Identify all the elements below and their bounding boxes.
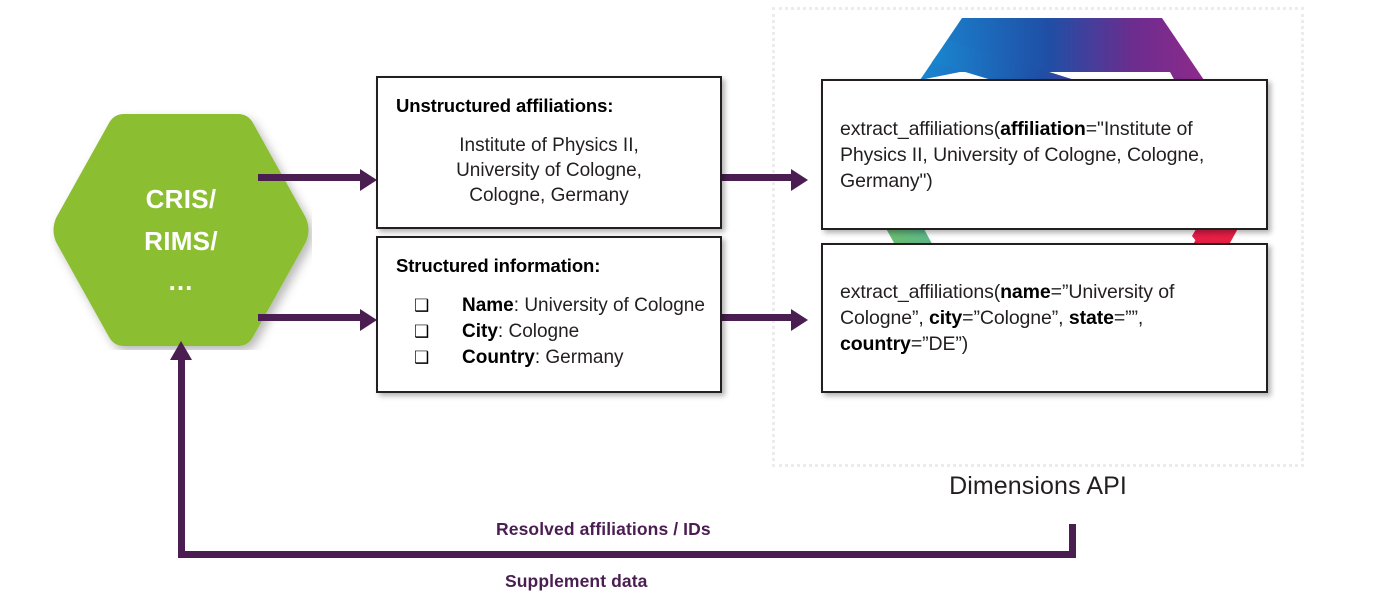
connector-structured-to-api	[722, 314, 794, 321]
api-call-unstructured-code: extract_affiliations(affiliation="Instit…	[840, 116, 1252, 194]
dimensions-api-label: Dimensions API	[949, 472, 1127, 500]
checkbox-square-icon: ❑	[414, 348, 430, 367]
flow-label-resolved-affiliations: Resolved affiliations / IDs	[496, 519, 711, 539]
structured-information-box: Structured information: ❑ Name: Universi…	[376, 236, 722, 393]
dimensions-hexagon-logo	[862, 18, 1262, 352]
field-value: University of Cologne	[524, 295, 705, 316]
structured-field-list: ❑ Name: University of Cologne ❑ City: Co…	[378, 293, 720, 371]
code-value-country: =”DE”)	[910, 333, 969, 355]
code-param-state: state	[1068, 307, 1114, 329]
code-param-city: city	[928, 307, 963, 329]
checkbox-square-icon: ❑	[414, 296, 430, 315]
arrowhead-to-hexagon	[170, 341, 192, 360]
api-call-structured-box: extract_affiliations(name=”University of…	[821, 243, 1268, 393]
field-key: Country	[462, 347, 535, 368]
api-call-structured-code: extract_affiliations(name=”University of…	[840, 279, 1252, 357]
feedback-line-vertical-right	[1069, 524, 1076, 558]
code-prefix: extract_affiliations(	[840, 117, 1001, 140]
unstructured-box-title: Unstructured affiliations:	[396, 95, 614, 116]
list-item: ❑ Name: University of Cologne	[378, 293, 720, 319]
structured-box-title: Structured information:	[396, 255, 601, 276]
address-line-3: Cologne, Germany	[469, 185, 629, 206]
unstructured-address: Institute of Physics II, University of C…	[378, 133, 720, 208]
code-param-affiliation: affiliation	[1000, 117, 1086, 140]
address-line-1: Institute of Physics II,	[459, 135, 639, 156]
code-prefix: extract_affiliations(	[840, 281, 1001, 303]
arrowhead-to-unstructured	[360, 169, 377, 191]
address-line-2: University of Cologne,	[456, 160, 642, 181]
dimensions-api-region	[772, 7, 1304, 467]
field-key: Name	[462, 295, 514, 316]
api-call-unstructured-box: extract_affiliations(affiliation="Instit…	[821, 79, 1268, 230]
list-item: ❑ Country: Germany	[378, 345, 720, 371]
unstructured-affiliations-box: Unstructured affiliations: Institute of …	[376, 76, 722, 229]
connector-hexagon-to-structured	[258, 314, 363, 321]
connector-unstructured-to-api	[722, 174, 794, 181]
field-value: Germany	[545, 347, 624, 368]
field-separator: :	[534, 347, 546, 368]
code-param-country: country	[840, 333, 911, 355]
feedback-line-vertical-left	[178, 358, 185, 554]
arrowhead-to-api-call-2	[791, 309, 808, 331]
connector-hexagon-to-unstructured	[258, 174, 363, 181]
field-value: Cologne	[508, 321, 580, 342]
arrowhead-to-api-call-1	[791, 169, 808, 191]
code-value-state: =””,	[1113, 307, 1144, 329]
code-value-city: =”Cologne”,	[962, 307, 1069, 329]
list-item: ❑ City: Cologne	[378, 319, 720, 345]
field-separator: :	[497, 321, 509, 342]
cris-rims-hexagon	[53, 114, 309, 346]
feedback-line-horizontal	[178, 551, 1076, 558]
field-separator: :	[513, 295, 525, 316]
code-rest: ="Institute of Physics II, University of…	[840, 117, 1205, 192]
checkbox-square-icon: ❑	[414, 322, 430, 341]
code-value-name: =”University of Cologne”,	[840, 281, 1175, 329]
code-param-name: name	[1000, 281, 1051, 303]
field-key: City	[462, 321, 498, 342]
flow-label-supplement-data: Supplement data	[505, 571, 648, 591]
arrowhead-to-structured	[360, 309, 377, 331]
